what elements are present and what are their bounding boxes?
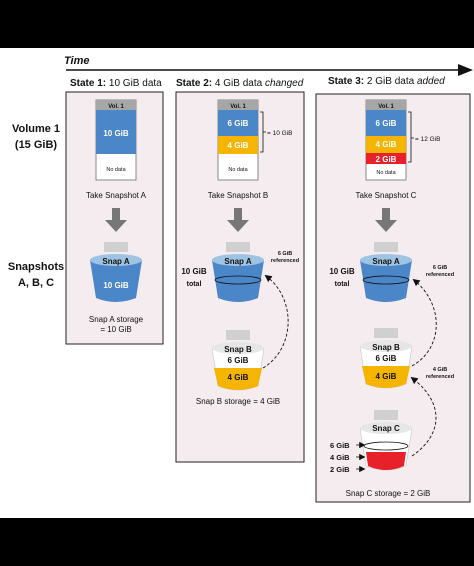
state1-volume: Vol. 1 10 GiB No data [95,99,137,181]
state1-header: State 1: 10 GiB data [70,78,162,89]
state2-header: State 2: 4 GiB data changed [176,78,304,89]
state2-snap-b-label: Snap B [224,345,252,354]
state2-ref-line1: 6 GiB [278,251,292,257]
state3-reference-arrow-b [410,376,437,457]
diagram-canvas: Time State 1: 10 GiB data State 2: 4 GiB… [0,48,474,518]
state3-c-label2: 4 GiB [330,453,350,462]
state3-refA-line1: 6 GiB [433,265,447,271]
state2-ref-line2: referenced [271,258,299,264]
state3-refB-line2: referenced [426,374,454,380]
state2-snapshot-a-bucket: Snap A [212,242,264,302]
state1-storage-line1: Snap A storage [89,315,144,324]
state1-no-data: No data [106,167,126,173]
state3-snap-b-seg2: 4 GiB [376,372,397,381]
state3-no-data: No data [376,170,396,176]
snapshot-diagram: Time State 1: 10 GiB data State 2: 4 GiB… [8,55,473,503]
state3-brace-label: = 12 GiB [415,136,440,143]
state2-snapshot-b-bucket: Snap B 6 GiB 4 GiB [211,330,265,391]
state1-snapshot-a-bucket: Snap A 10 GiB [90,242,142,302]
state2-snap-b-seg1: 6 GiB [228,356,249,365]
state3-c-label1: 6 GiB [330,441,350,450]
state3-total-value: 10 GiB [329,267,355,276]
state3-down-arrow [375,208,397,232]
state2-brace [260,111,266,153]
state3-volume: Vol. 1 6 GiB 4 GiB 2 GiB No data [365,99,407,181]
snapshots-label: Snapshots [8,261,64,273]
state2-down-arrow [227,208,249,232]
state1-snap-a-label: Snap A [102,257,129,266]
state2-total-label: total [187,281,202,288]
state2-snap-b-seg2: 4 GiB [228,373,249,382]
state2-total-value: 10 GiB [181,267,207,276]
state2-storage: Snap B storage = 4 GiB [196,397,280,406]
state3-snap-c-label: Snap C [372,424,400,433]
state3-seg1: 6 GiB [376,119,397,128]
state3-header: State 3: 2 GiB data added [328,76,445,87]
state2-action: Take Snapshot B [208,191,268,200]
state2-reference-arrow [262,274,289,369]
state3-snapshot-a-bucket: Snap A [360,242,412,302]
state2-brace-label: = 10 GiB [267,130,292,137]
state2-no-data: No data [228,167,248,173]
state3-c-pointer-arrows [356,441,366,473]
state3-seg2: 4 GiB [376,140,397,149]
state3-refA-line2: referenced [426,272,454,278]
state2-seg2: 4 GiB [228,141,249,150]
snapshots-names-label: A, B, C [18,277,54,289]
state3-refB-line1: 4 GiB [433,367,447,373]
state3-total-label: total [335,281,350,288]
state3-seg3: 2 GiB [376,155,397,164]
volume-label: Volume 1 [12,123,60,135]
time-label: Time [64,55,89,67]
state1-action: Take Snapshot A [86,191,147,200]
state1-vol-label: Vol. 1 [108,104,124,110]
state1-vol-data: 10 GiB [103,129,129,138]
state2-vol-label: Vol. 1 [230,104,246,110]
state2-snap-a-label: Snap A [224,257,251,266]
state3-snapshot-c-bucket: Snap C [359,410,413,471]
state3-snap-b-label: Snap B [372,343,400,352]
state3-snap-b-seg1: 6 GiB [376,354,397,363]
state3-reference-arrow-a [411,278,437,367]
state3-storage: Snap C storage = 2 GiB [346,489,431,498]
state3-vol-label: Vol. 1 [378,104,394,110]
state1-storage-line2: = 10 GiB [100,325,131,334]
state3-action: Take Snapshot C [356,191,417,200]
state1-down-arrow [105,208,127,232]
state3-brace [408,111,414,163]
volume-size-label: (15 GiB) [15,139,58,151]
state3-snap-a-label: Snap A [372,257,399,266]
state1-snap-a-value: 10 GiB [103,281,129,290]
state3-snapshot-b-bucket: Snap B 6 GiB 4 GiB [359,328,413,389]
state2-seg1: 6 GiB [228,119,249,128]
state2-volume: Vol. 1 6 GiB 4 GiB No data [217,99,259,181]
state3-c-label3: 2 GiB [330,465,350,474]
